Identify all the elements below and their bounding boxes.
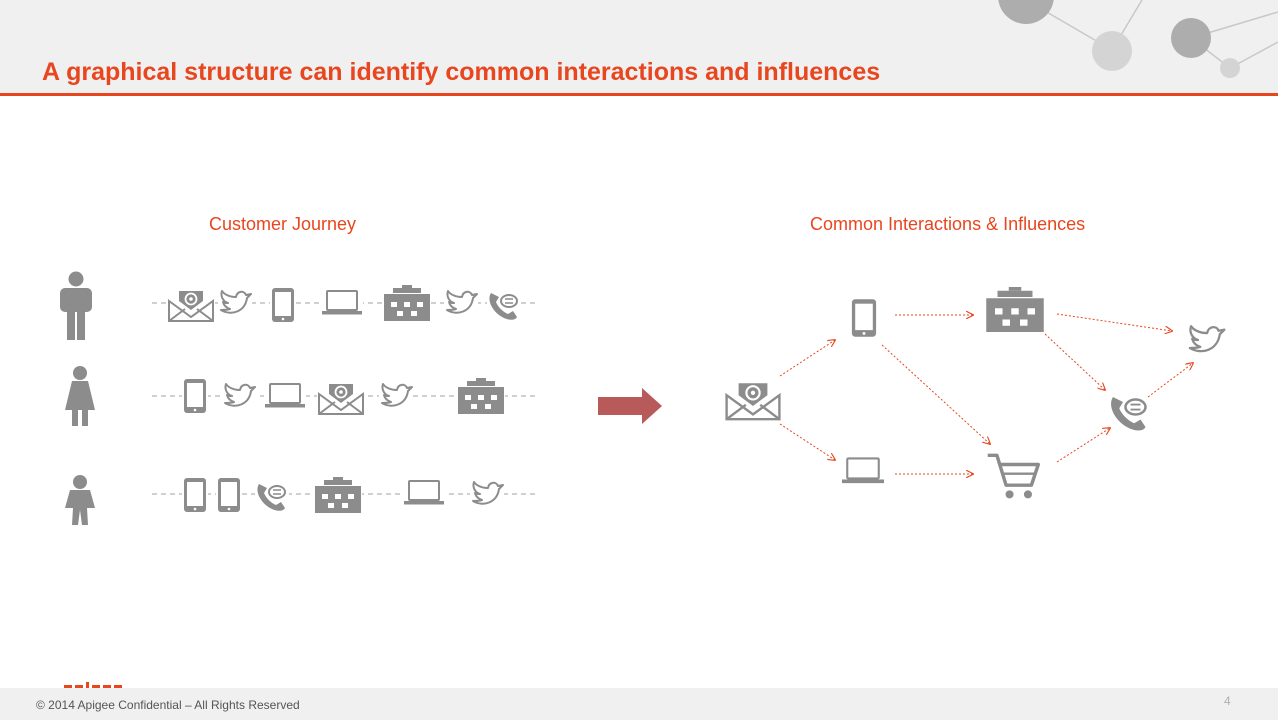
edge-store-phone [1044,333,1105,390]
email-icon [725,382,781,421]
tablet-icon [184,379,206,413]
man-icon [60,271,92,340]
header-rule [0,93,1278,96]
footer-copyright: © 2014 Apigee Confidential – All Rights … [36,698,300,712]
apigee-logo [64,682,122,688]
tablet-icon [272,288,294,322]
footer-band [0,688,1278,720]
phone-icon [1109,395,1147,432]
edge-store-twitter [1056,313,1172,331]
edge-cart-phone [1056,428,1110,463]
transform-arrow [598,388,662,424]
twitter-icon [1188,325,1226,353]
cart-icon [985,453,1041,501]
edge-email-laptop [779,423,835,460]
store-icon [986,287,1044,332]
header-molecule-decoration [998,0,1278,78]
child-icon [65,475,95,525]
woman-icon [65,366,95,426]
network-edges [779,313,1193,474]
edge-email-tablet [779,340,835,377]
common-interactions-heading: Common Interactions & Influences [810,214,1086,234]
customer-journey-heading: Customer Journey [209,214,357,234]
laptop-icon [840,457,886,485]
tablet-icon [218,478,240,512]
page-title: A graphical structure can identify commo… [42,58,881,86]
tablet-icon [184,478,206,512]
edge-tablet-cart [881,344,990,444]
tablet-icon [851,299,877,337]
edge-phone-twitter [1147,363,1193,398]
page-number: 4 [1224,694,1231,708]
header-band [0,0,1278,93]
